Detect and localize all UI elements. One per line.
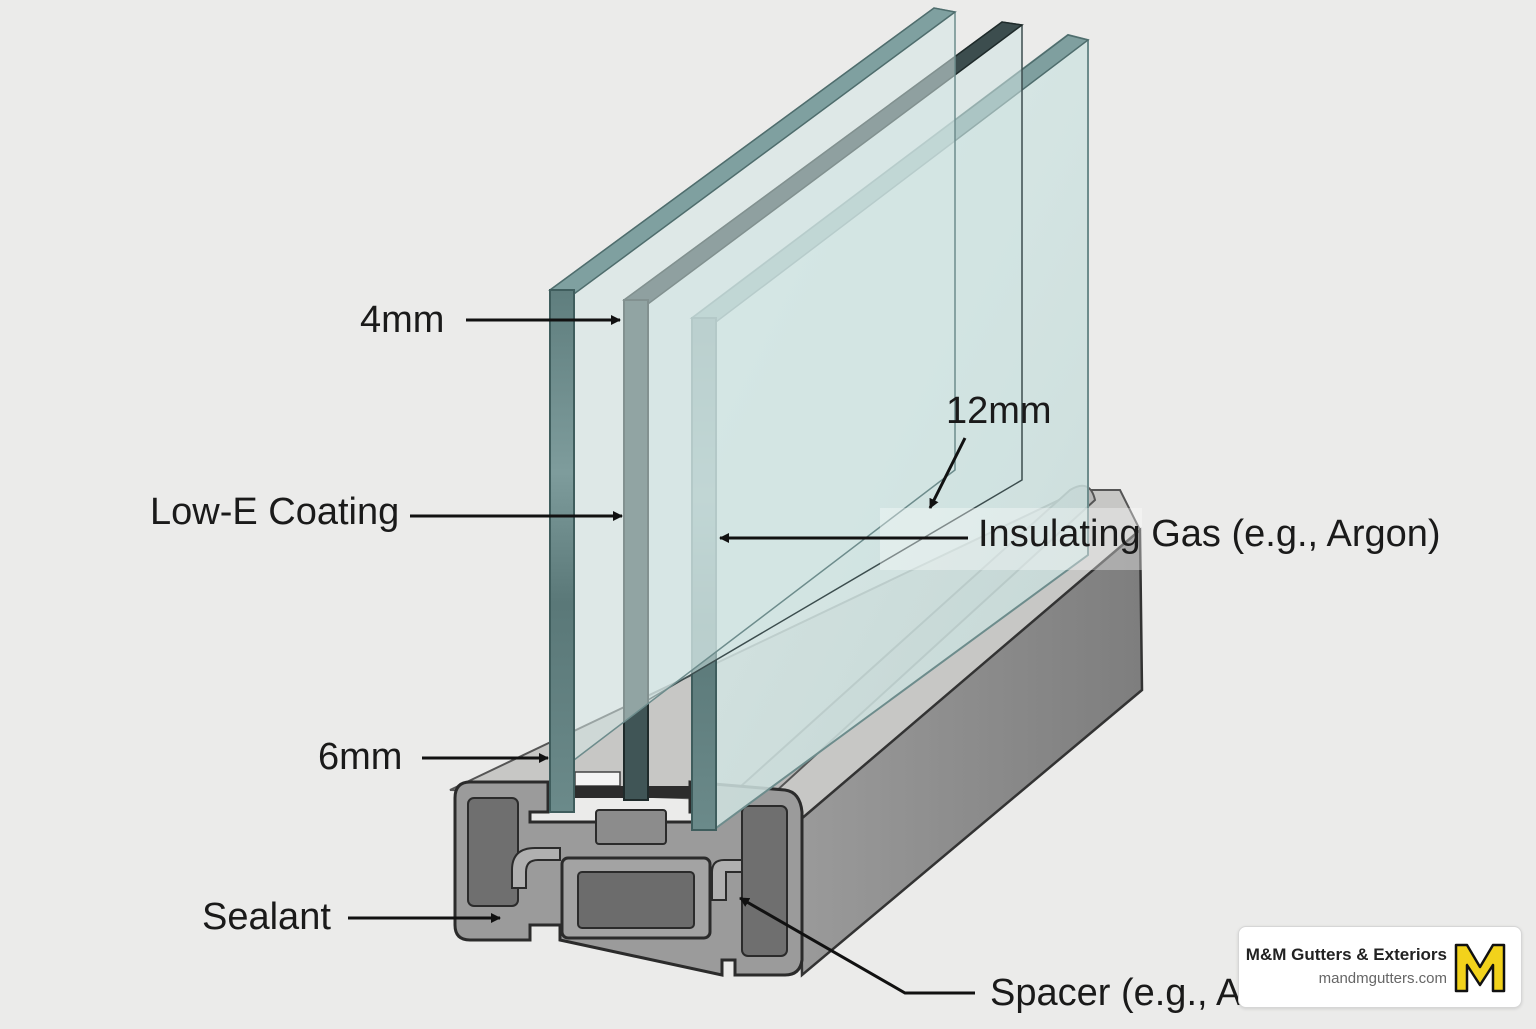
company-website: mandmgutters.com — [1318, 970, 1447, 987]
label-sealant: Sealant — [202, 896, 331, 938]
label-4mm: 4mm — [360, 299, 445, 341]
frame-upper-slot — [595, 809, 667, 845]
mm-logo-icon — [1454, 943, 1506, 993]
label-insulating-gas: Insulating Gas (e.g., Argon) — [978, 513, 1441, 555]
glass-panes — [548, 7, 1090, 831]
leader-lines — [348, 315, 975, 995]
frame-hook-right — [711, 859, 743, 901]
spacer-white-strip — [574, 771, 621, 787]
label-12mm: 12mm — [946, 390, 1052, 432]
frame-chamber-right — [741, 805, 788, 957]
label-6mm: 6mm — [318, 736, 403, 778]
label-spacer: Spacer (e.g., Al — [990, 972, 1250, 1014]
arrow-12mm — [928, 437, 967, 509]
company-badge: M&M Gutters & Exteriors mandmgutters.com — [1238, 926, 1522, 1008]
arrow-spacer — [739, 896, 975, 995]
glass-pane-outer-edge — [549, 289, 575, 813]
frame-chamber-left — [467, 797, 519, 907]
frame-center-tube-hole — [577, 871, 695, 929]
frame-hook-left — [511, 847, 561, 889]
company-name: M&M Gutters & Exteriors — [1245, 945, 1447, 964]
label-low-e-coating: Low-E Coating — [150, 491, 400, 533]
